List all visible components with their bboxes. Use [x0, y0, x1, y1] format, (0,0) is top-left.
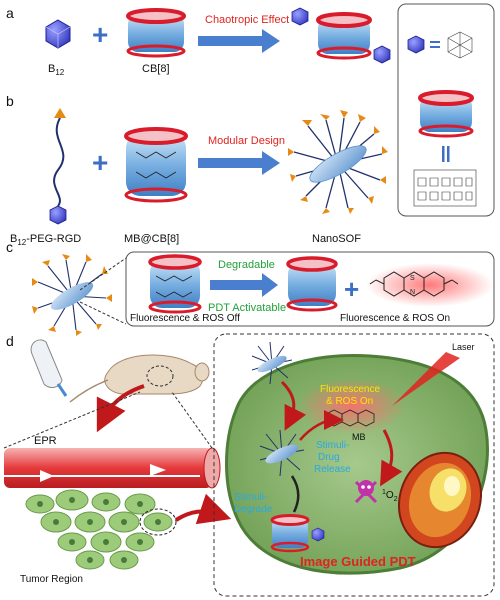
epr-label: EPR [34, 435, 57, 447]
legend-cb8-structure [413, 90, 477, 207]
plus-icon: + [92, 19, 108, 50]
panel-d-box [213, 333, 495, 597]
degraded-cb8 [270, 514, 310, 553]
svg-text:S: S [410, 275, 415, 282]
fluorescence-on-line2: & ROS On [326, 396, 373, 407]
tumor-cells-cluster [25, 489, 173, 570]
degrade-arrow [290, 475, 300, 513]
mb-cb8-label: MB@CB[8] [124, 233, 179, 245]
image-guided-pdt-title: Image Guided PDT [300, 554, 416, 569]
tumor-cell-nuclei [37, 497, 161, 563]
b12-icosahedron [45, 19, 71, 49]
modular-design-arrow [198, 151, 280, 175]
zoom-line-top [79, 257, 127, 291]
degradable-text: Degradable [218, 259, 275, 271]
b12-label: B12 [48, 63, 65, 77]
mb-cb8-complex [124, 127, 188, 203]
zoom-line-mouse-2 [171, 391, 213, 449]
chaotropic-arrow [198, 29, 280, 53]
fluorescence-on-line1: Fluorescence [320, 384, 380, 395]
modular-design-text: Modular Design [208, 135, 285, 147]
mb-label: MB [352, 432, 366, 442]
legend-box [397, 3, 495, 217]
cell-zoom-arrow [174, 493, 232, 525]
b12-peg-rgd-label: B12-PEG-RGD [10, 233, 81, 247]
skull-crossbones-icon [354, 480, 378, 504]
empty-cb8-panel-c [286, 256, 338, 312]
blood-vessel [4, 447, 221, 489]
panel-d-label: d [6, 333, 14, 349]
pdt-activatable-text: PDT Activatable [208, 302, 286, 314]
laser-beam [392, 352, 460, 406]
cb8-label: CB[8] [142, 63, 170, 75]
stimuli-release-l1: Stimuli- [316, 440, 349, 451]
injection-arrow [96, 384, 145, 433]
nanosof-small [32, 254, 112, 336]
nanosof-in-cell [251, 341, 293, 385]
methylene-blue-molecule: S N [366, 263, 494, 307]
mb-cb8-in-panel-c [148, 254, 202, 314]
plus-icon-c: + [344, 274, 359, 304]
zoom-circle-cell [139, 508, 177, 536]
laser-label: Laser [452, 342, 475, 352]
svg-text:N: N [410, 289, 415, 296]
legend-b12-equivalence [407, 31, 473, 59]
zoom-line-mouse-1 [3, 391, 141, 449]
organelle-structure [397, 451, 483, 549]
nanosof-releasing [259, 429, 305, 477]
degradable-arrow [210, 273, 278, 297]
panel-a-label: a [6, 5, 14, 21]
release-arrow [299, 410, 344, 441]
fluorescence-off-text: Fluorescence & ROS Off [130, 313, 240, 324]
mouse-illustration [69, 354, 210, 403]
b12-cb8-complex [291, 7, 391, 64]
cb8-macrocycle [126, 8, 186, 58]
nanosof-particle [288, 110, 388, 214]
stimuli-degrade-l1: Stimuli- [234, 492, 267, 503]
ros-arrow [380, 429, 403, 487]
stimuli-degrade-l2: Degrade [234, 504, 273, 515]
uptake-arrow [280, 380, 307, 431]
panel-c-box [125, 251, 495, 327]
tumor-region-label: Tumor Region [20, 574, 83, 585]
b12-released [311, 527, 325, 542]
panel-c-label: c [6, 239, 13, 255]
stimuli-release-l3: Release [314, 464, 351, 475]
panel-b-label: b [6, 93, 14, 109]
chaotropic-effect-text: Chaotropic Effect [205, 14, 289, 26]
b12-peg-rgd-molecule [49, 108, 67, 225]
fluorescence-on-text: Fluorescence & ROS On [340, 313, 450, 324]
plus-icon-b: + [92, 147, 108, 178]
syringe-glove-icon [30, 339, 68, 397]
nanosof-label: NanoSOF [312, 233, 361, 245]
singlet-oxygen-label: 1O2 [382, 489, 398, 503]
zoom-line-bottom [79, 301, 127, 325]
stimuli-release-l2: Drug [318, 452, 340, 463]
